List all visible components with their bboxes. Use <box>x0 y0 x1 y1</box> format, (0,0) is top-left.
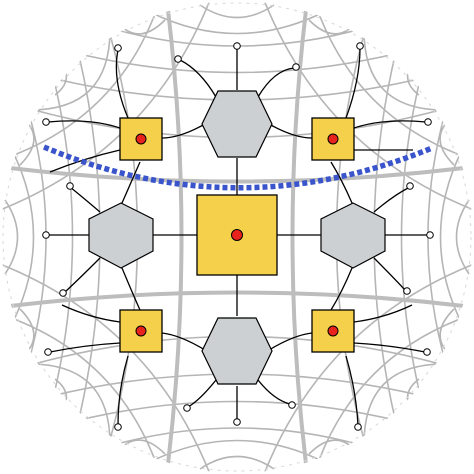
tensor-wires <box>47 47 428 426</box>
leaf-node <box>114 44 122 52</box>
leaf-node <box>66 182 74 190</box>
bulk-dots <box>135 133 339 337</box>
dot-bottom-right <box>327 325 339 337</box>
hexagon-top <box>201 90 273 158</box>
leaf-node <box>354 423 362 431</box>
leaf-node <box>356 42 364 50</box>
hexagon-tensors <box>88 90 386 385</box>
leaf-node <box>406 182 414 190</box>
leaf-node <box>403 287 411 295</box>
dot-top-right <box>327 133 339 145</box>
leaf-node <box>183 404 191 412</box>
leaf-node <box>233 418 241 426</box>
leaf-node <box>424 118 432 126</box>
hexagon-right <box>320 202 386 269</box>
leaf-node <box>292 63 300 71</box>
leaf-node <box>426 231 434 239</box>
leaf-node <box>288 401 296 409</box>
leaf-node <box>59 289 67 297</box>
dot-center <box>231 229 243 241</box>
hexagon-left <box>88 202 154 269</box>
leaf-node <box>44 348 52 356</box>
leaf-node <box>114 423 122 431</box>
open-leg-nodes <box>42 42 434 431</box>
leaf-node <box>423 348 431 356</box>
hexagon-bottom <box>201 317 273 385</box>
dot-bottom-left <box>135 325 147 337</box>
leaf-node <box>42 231 50 239</box>
leaf-node <box>233 42 241 50</box>
leaf-node <box>174 55 182 63</box>
dot-top-left <box>135 133 147 145</box>
leaf-node <box>42 118 50 126</box>
